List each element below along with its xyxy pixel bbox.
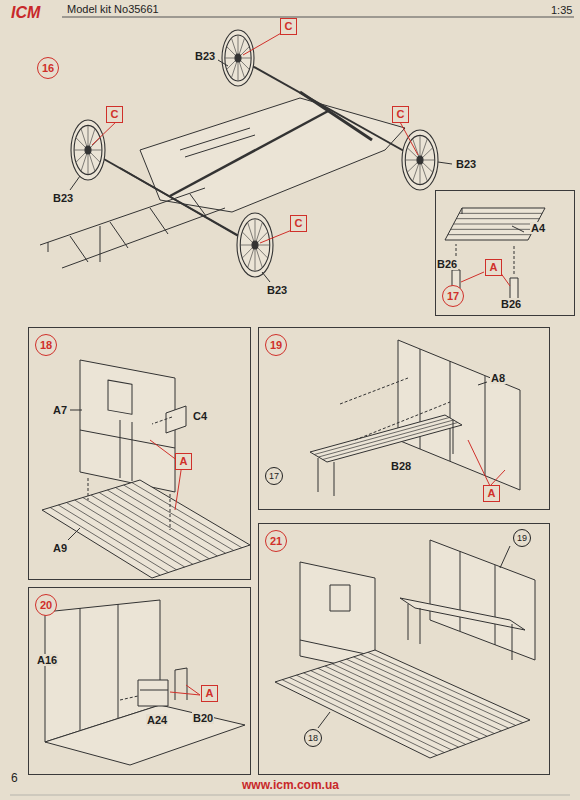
paint-code: A bbox=[206, 688, 214, 699]
step-number: 19 bbox=[513, 529, 531, 547]
paint-code: C bbox=[397, 109, 405, 120]
website: www.icm.com.ua bbox=[241, 779, 340, 792]
page-number: 6 bbox=[10, 772, 19, 785]
paint-code: A bbox=[488, 488, 496, 499]
step-number: 16 bbox=[42, 63, 54, 74]
paint-code: C bbox=[111, 109, 119, 120]
part-number: A24 bbox=[146, 714, 168, 726]
chassis bbox=[40, 58, 420, 268]
step-number: 18 bbox=[304, 729, 322, 747]
step-number: 21 bbox=[265, 530, 287, 552]
step-number: 16 bbox=[37, 57, 59, 79]
step-panel: 21 19 18 bbox=[258, 523, 550, 775]
part-number: C4 bbox=[192, 410, 208, 422]
paint-code-box: A bbox=[201, 685, 218, 702]
part-number: A16 bbox=[36, 654, 58, 666]
part-number: B20 bbox=[192, 712, 214, 724]
paint-code-box: C bbox=[290, 215, 307, 232]
step-number: 17 bbox=[265, 467, 283, 485]
step-number: 19 bbox=[265, 334, 287, 356]
paint-code: C bbox=[285, 21, 293, 32]
step-reference: 17 bbox=[269, 472, 279, 481]
paint-code-box: C bbox=[280, 18, 297, 35]
step-number: 17 bbox=[442, 285, 464, 307]
part-number: A9 bbox=[52, 542, 68, 554]
paint-code: C bbox=[295, 218, 303, 229]
step-number: 20 bbox=[35, 594, 57, 616]
scale-label: 1:35 bbox=[550, 4, 573, 16]
step-number: 18 bbox=[35, 334, 57, 356]
part-number: B26 bbox=[436, 258, 458, 270]
part-number: A4 bbox=[530, 222, 546, 234]
part-number: B23 bbox=[266, 284, 288, 296]
part-number: B23 bbox=[52, 192, 74, 204]
step-panel: 19A 17 bbox=[258, 327, 550, 510]
paint-code: A bbox=[180, 456, 188, 467]
part-number: B28 bbox=[390, 460, 412, 472]
part-number: B23 bbox=[455, 158, 477, 170]
step-reference: 18 bbox=[308, 734, 318, 743]
paint-code-box: A bbox=[483, 485, 500, 502]
step-panel: 20A bbox=[28, 587, 251, 775]
part-number: B26 bbox=[500, 298, 522, 310]
paint-code-box: C bbox=[106, 106, 123, 123]
paint-code-box: A bbox=[175, 453, 192, 470]
part-number: A8 bbox=[490, 372, 506, 384]
part-number: B23 bbox=[194, 50, 216, 62]
kit-number: Model kit No35661 bbox=[66, 3, 160, 15]
paint-code-box: A bbox=[485, 259, 502, 276]
paint-code: A bbox=[490, 262, 498, 273]
brand-logo: ICM bbox=[10, 4, 41, 22]
step-reference: 19 bbox=[517, 534, 527, 543]
part-number: A7 bbox=[52, 404, 68, 416]
paint-code-box: C bbox=[392, 106, 409, 123]
